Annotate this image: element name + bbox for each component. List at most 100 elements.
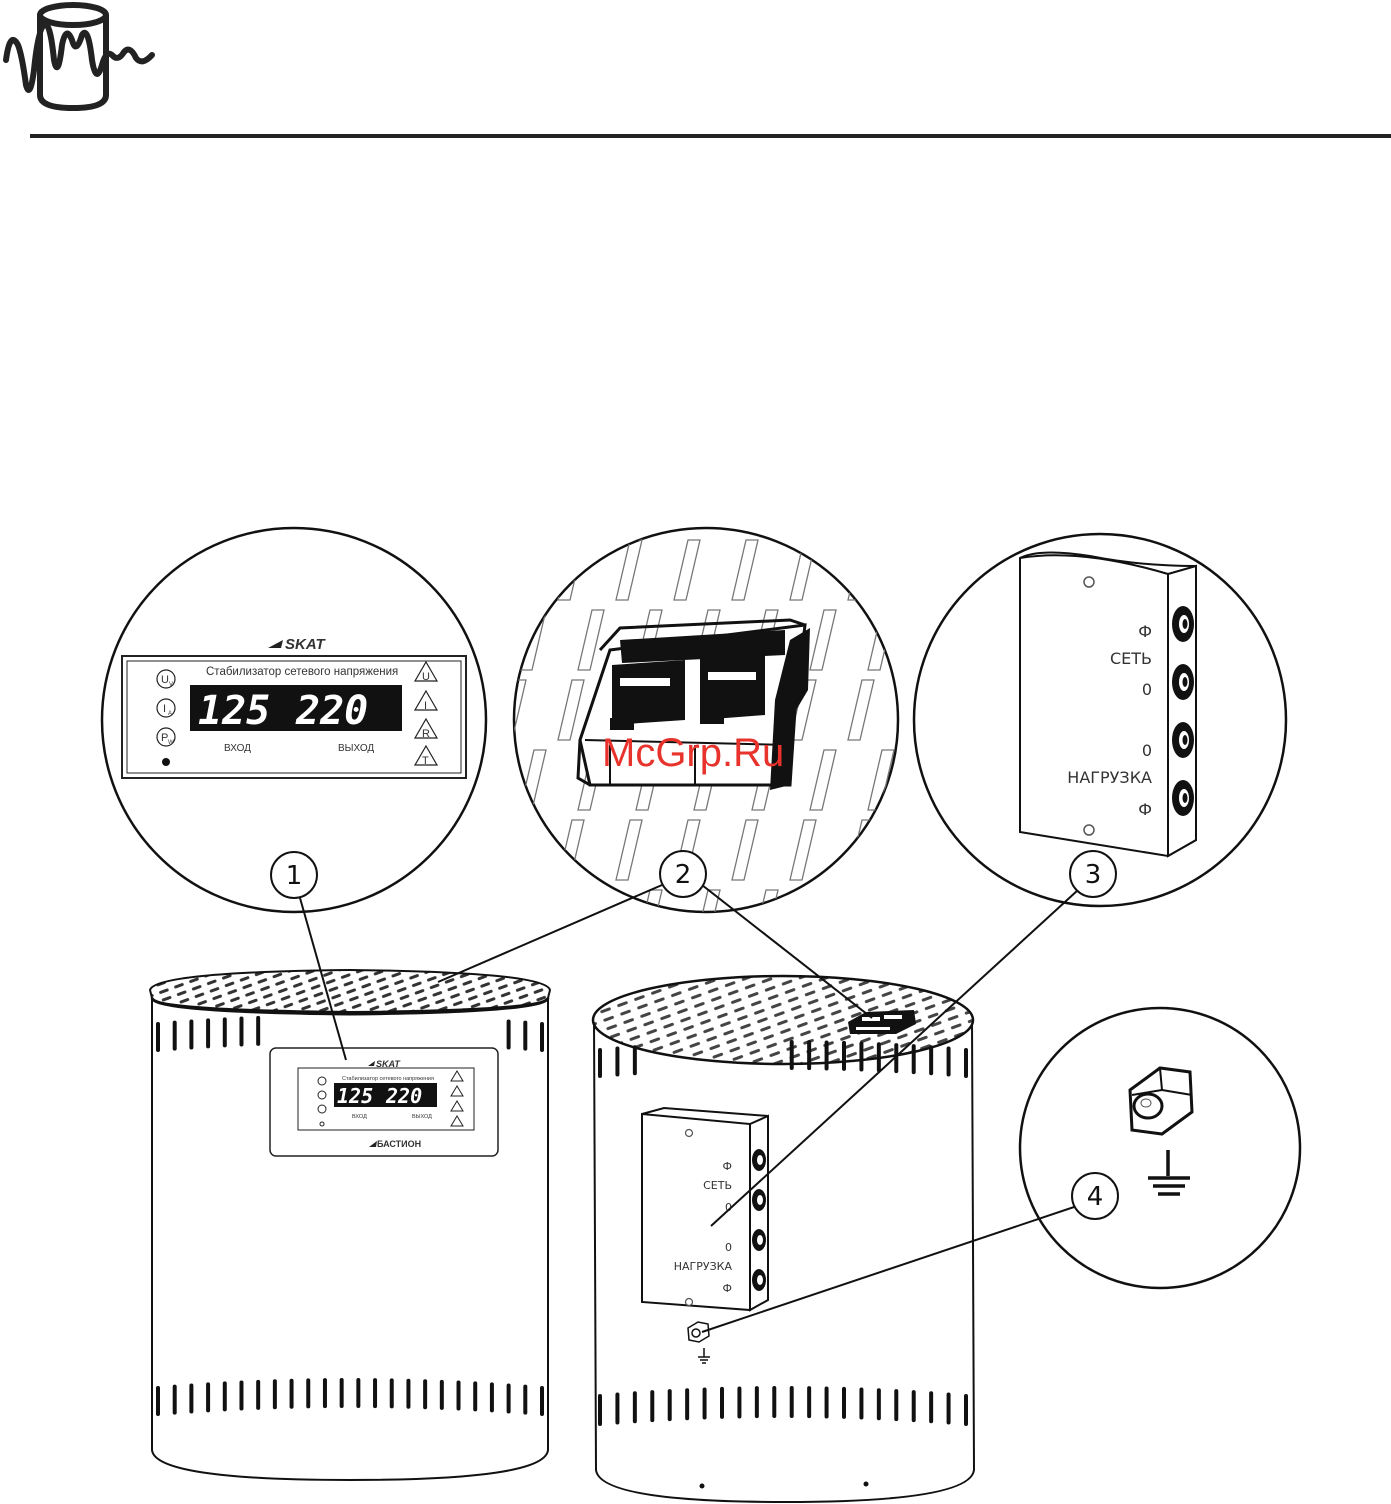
terminal-socket-icon (1172, 722, 1194, 758)
callout-badge-2: 2 (660, 851, 706, 897)
vent-slot (373, 1378, 377, 1408)
vent-slot (598, 1394, 602, 1426)
manufacturer-logo: БАСТИОН (377, 1139, 421, 1149)
panel-title: Стабилизатор сетевого напряжения (206, 666, 398, 678)
vent-slot (894, 1389, 898, 1421)
vent-slot (790, 1386, 794, 1418)
vent-slot (156, 1022, 160, 1052)
vent-slot (807, 1386, 811, 1418)
svg-text:U: U (422, 671, 430, 683)
vent-slot (842, 1387, 846, 1419)
vent-slot (737, 1386, 741, 1418)
vent-slot (947, 1047, 951, 1077)
vent-slot (615, 1047, 619, 1077)
svg-text:V: V (169, 682, 173, 688)
vent-slot (668, 1389, 672, 1421)
vent-slot (772, 1386, 776, 1418)
terminal-label-phase-load: Ф (1138, 800, 1152, 819)
vent-slot (964, 1394, 968, 1426)
vent-slot (523, 1021, 527, 1051)
vent-slot (912, 1044, 916, 1074)
unit-output-label: ВЫХОД (412, 1114, 432, 1120)
status-led-icon (162, 758, 170, 766)
vent-slot (189, 1383, 193, 1413)
rear-label-zero-load: 0 (725, 1241, 732, 1254)
vent-slot (173, 1385, 177, 1415)
svg-text:4: 4 (1087, 1182, 1104, 1212)
vent-slot (223, 1017, 227, 1047)
display-input-label: ВХОД (224, 743, 251, 754)
vent-slot (457, 1381, 461, 1411)
vent-slot (790, 1040, 794, 1070)
terminal-label-zero-mains: 0 (1142, 680, 1152, 699)
vent-slot (848, 540, 874, 600)
vent-slot (440, 1380, 444, 1410)
vent-slot (633, 1391, 637, 1423)
svg-text:A: A (168, 711, 172, 717)
vent-slot (540, 1022, 544, 1052)
vent-slot (615, 1393, 619, 1425)
vent-slot (406, 1379, 410, 1409)
terminal-label-mains: СЕТЬ (1110, 649, 1152, 668)
svg-text:2: 2 (675, 860, 692, 890)
display-output-value: 220 (295, 688, 368, 734)
vent-slot (825, 1040, 829, 1070)
vent-slot (223, 1381, 227, 1411)
panel-brand: SKAT (285, 636, 327, 653)
terminal-label-load: НАГРУЗКА (1067, 768, 1152, 787)
vent-slot (877, 1388, 881, 1420)
vent-slot (490, 1382, 494, 1412)
terminal-label-zero-load: 0 (1142, 741, 1152, 760)
vent-slot (500, 820, 526, 880)
vent-slot (173, 1021, 177, 1051)
vent-slot (929, 1391, 933, 1423)
brand-logo-icon (6, 5, 152, 108)
vent-slot (877, 1042, 881, 1072)
vent-slot (290, 1379, 294, 1409)
svg-text:3: 3 (1085, 860, 1102, 890)
unit-display-input: 125 (337, 1084, 373, 1108)
svg-text:1: 1 (286, 861, 303, 891)
rear-label-mains: СЕТЬ (703, 1179, 732, 1192)
terminal-socket-icon (1172, 606, 1194, 642)
vent-slot (964, 1048, 968, 1078)
vent-slot (810, 890, 836, 950)
vent-slot (859, 1387, 863, 1419)
callout-badge-3: 3 (1070, 851, 1116, 897)
vent-slot (507, 1019, 511, 1049)
vent-slot (256, 1380, 260, 1410)
vent-slot (947, 1393, 951, 1425)
unit-display-output: 220 (385, 1084, 422, 1108)
svg-text:R: R (422, 728, 430, 740)
rear-terminal-block: Ф СЕТЬ 0 0 НАГРУЗКА Ф (642, 1108, 768, 1310)
vent-slot (206, 1382, 210, 1412)
vent-slot (306, 1378, 310, 1408)
vent-slot (650, 1390, 654, 1422)
rear-label-load: НАГРУЗКА (674, 1260, 733, 1273)
vent-slot (825, 1386, 829, 1418)
vent-slot (540, 1386, 544, 1416)
unit-input-label: ВХОД (352, 1114, 367, 1120)
vent-slot (912, 1390, 916, 1422)
display-output-label: ВЫХОД (338, 743, 374, 754)
vent-slot (929, 1045, 933, 1075)
unit-brand: SKAT (376, 1059, 401, 1069)
stabilizer-rear-view: Ф СЕТЬ 0 0 НАГРУЗКА Ф (593, 976, 974, 1502)
display-input-value: 125 (198, 688, 270, 734)
vent-slot (807, 1040, 811, 1070)
callout-circle-terminals: Ф СЕТЬ 0 0 НАГРУЗКА Ф (914, 534, 1286, 906)
vent-slot (598, 1048, 602, 1078)
vent-slot (523, 1385, 527, 1415)
vent-slot (473, 1381, 477, 1411)
terminal-label-phase-mains: Ф (1138, 622, 1152, 641)
vent-slot (273, 1379, 277, 1409)
svg-text:W: W (168, 740, 174, 746)
vent-slot (500, 540, 526, 600)
vent-slot (507, 1383, 511, 1413)
rear-label-phase-load: Ф (723, 1282, 732, 1295)
vent-slot (356, 1378, 360, 1408)
vent-slot (156, 1386, 160, 1416)
vent-slot (703, 1387, 707, 1419)
vent-slot (239, 1381, 243, 1411)
